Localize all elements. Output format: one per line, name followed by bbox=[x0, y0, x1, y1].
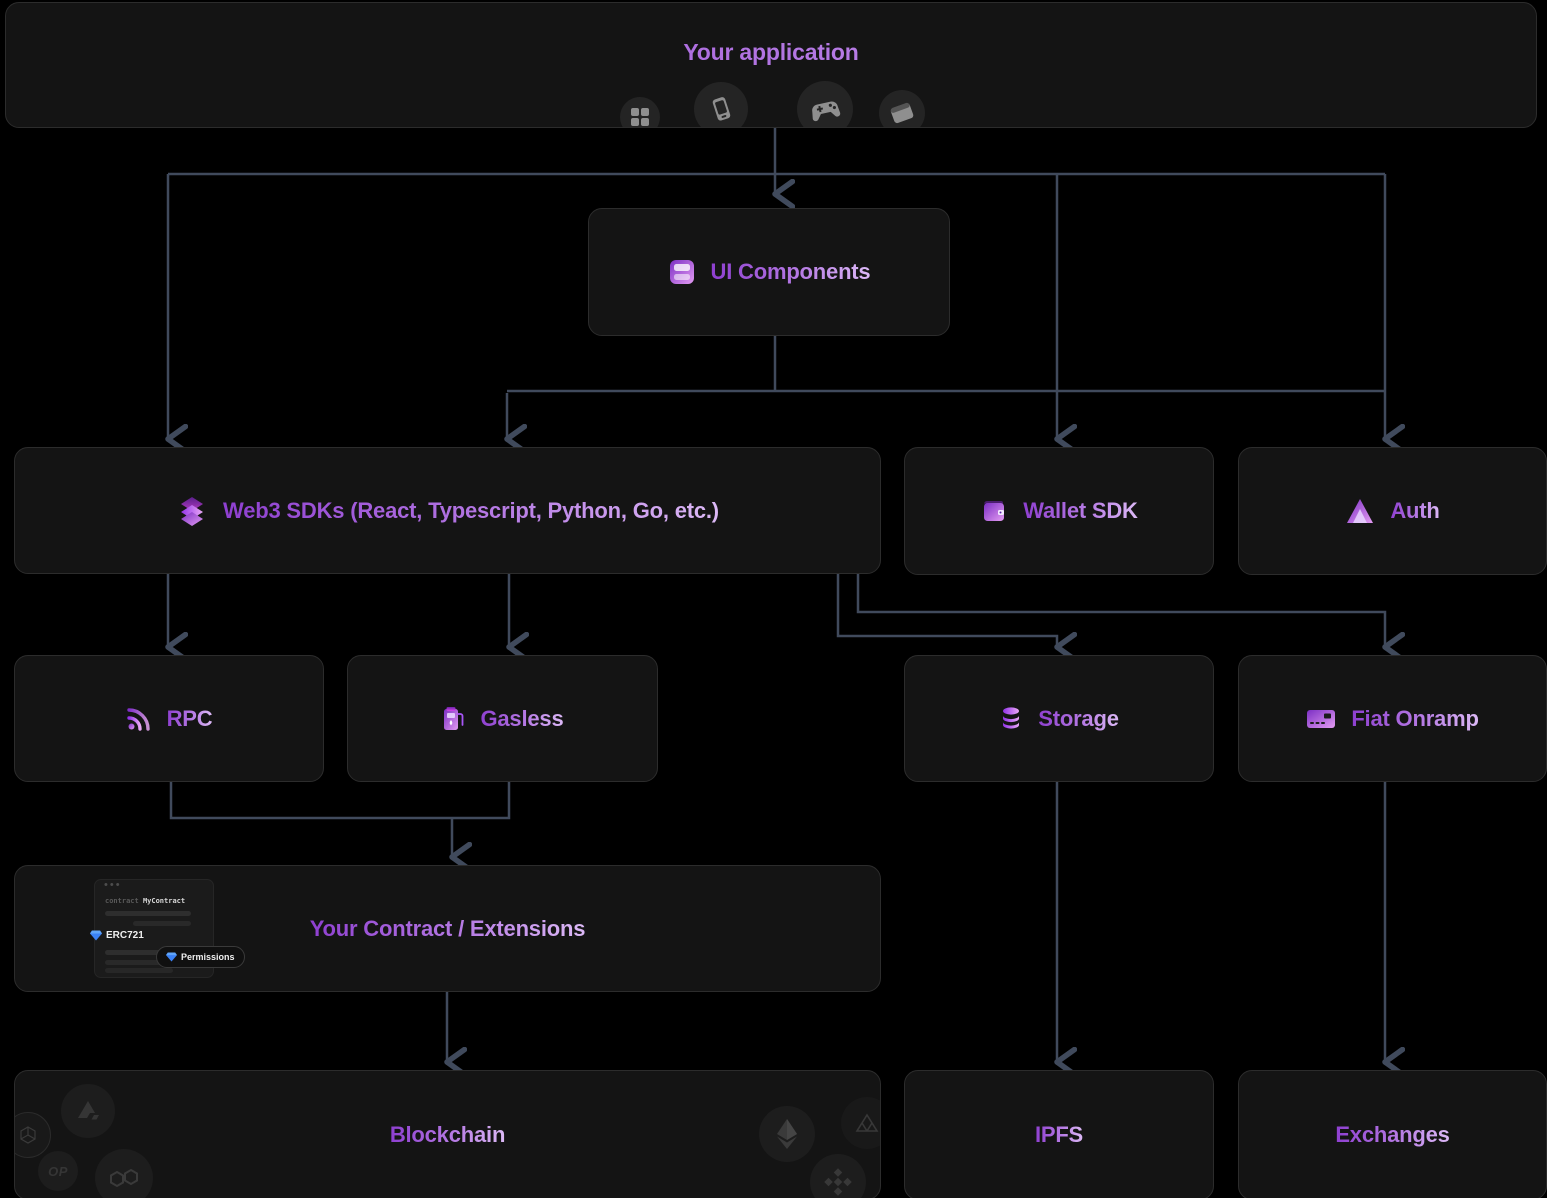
node-fiat-onramp[interactable]: Fiat Onramp bbox=[1238, 655, 1547, 782]
gamepad-icon bbox=[797, 81, 853, 127]
node-label: Your Contract / Extensions bbox=[309, 915, 586, 941]
erc721-badge: ERC721 bbox=[90, 930, 144, 941]
node-storage[interactable]: Storage bbox=[904, 655, 1214, 782]
diamond-icon bbox=[90, 930, 102, 941]
gas-pump-icon bbox=[444, 706, 464, 730]
diamond-icon bbox=[166, 952, 177, 962]
hex-chain-icon bbox=[15, 1112, 51, 1158]
avalanche-icon bbox=[61, 1084, 115, 1138]
node-exchanges[interactable]: Exchanges bbox=[1238, 1070, 1547, 1198]
auth-triangle-icon bbox=[1347, 499, 1374, 523]
binance-icon bbox=[810, 1154, 866, 1198]
node-blockchain[interactable]: Blockchain OP bbox=[14, 1070, 881, 1198]
node-auth[interactable]: Auth bbox=[1238, 447, 1547, 575]
node-web3-sdks[interactable]: Web3 SDKs (React, Typescript, Python, Go… bbox=[14, 447, 881, 574]
apps-grid-icon bbox=[620, 97, 660, 127]
credit-card-icon bbox=[1307, 709, 1336, 728]
mobile-phone-icon bbox=[694, 82, 748, 127]
node-wallet-sdk[interactable]: Wallet SDK bbox=[904, 447, 1214, 575]
database-icon bbox=[1003, 706, 1020, 729]
node-label: UI Components bbox=[710, 259, 871, 284]
node-label: IPFS bbox=[1034, 1122, 1084, 1147]
node-label: RPC bbox=[166, 705, 213, 731]
node-contract-extensions[interactable]: Your Contract / Extensions ••• contract … bbox=[14, 865, 881, 992]
node-your-application[interactable]: Your application bbox=[5, 2, 1537, 128]
node-label: Fiat Onramp bbox=[1351, 705, 1479, 731]
permissions-pill: Permissions bbox=[156, 946, 245, 968]
node-label: Web3 SDKs (React, Typescript, Python, Go… bbox=[223, 497, 719, 523]
node-label: Blockchain bbox=[389, 1122, 506, 1147]
node-gasless[interactable]: Gasless bbox=[347, 655, 658, 782]
node-rpc[interactable]: RPC bbox=[14, 655, 324, 782]
node-label: Auth bbox=[1390, 498, 1440, 523]
optimism-label: OP bbox=[48, 1163, 68, 1179]
window-dots: ••• bbox=[104, 879, 122, 891]
optimism-icon: OP bbox=[38, 1151, 78, 1191]
node-label: Wallet SDK bbox=[1023, 498, 1138, 523]
wallet-icon bbox=[984, 501, 1005, 521]
polygon-icon bbox=[95, 1149, 153, 1198]
browser-window-icon bbox=[879, 90, 925, 127]
ui-components-icon bbox=[669, 260, 694, 284]
rpc-signal-icon bbox=[126, 707, 150, 731]
node-label: Gasless bbox=[480, 705, 564, 731]
ethereum-icon bbox=[759, 1106, 815, 1162]
node-ui-components[interactable]: UI Components bbox=[588, 208, 950, 336]
code-line: contract MyContract bbox=[105, 897, 186, 905]
contract-code-preview: ••• contract MyContract ERC721 bbox=[90, 879, 245, 978]
layers-icon bbox=[181, 496, 204, 526]
app-title: Your application bbox=[6, 39, 1536, 66]
node-label: Exchanges bbox=[1335, 1122, 1450, 1147]
pyramid-chain-icon bbox=[841, 1097, 880, 1149]
node-label: Storage bbox=[1038, 705, 1119, 731]
node-ipfs[interactable]: IPFS bbox=[904, 1070, 1214, 1198]
